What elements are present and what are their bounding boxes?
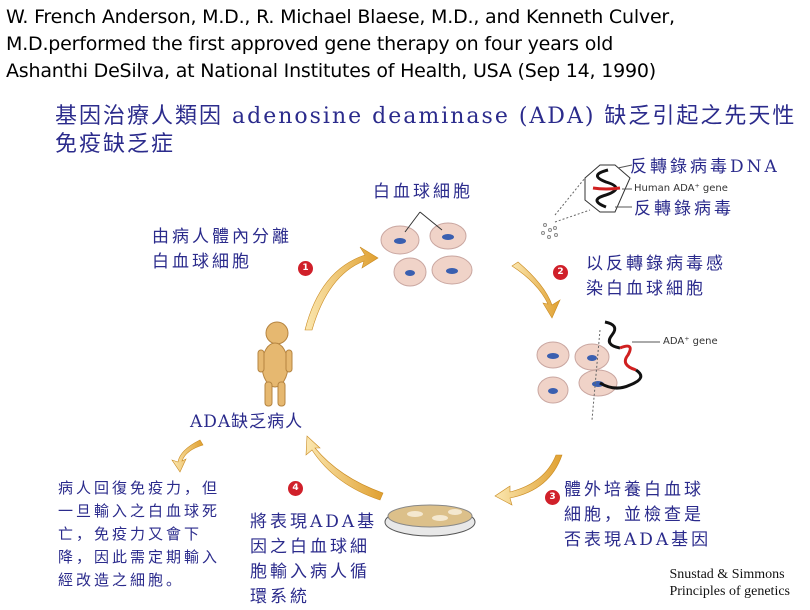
patient-label: ADA缺乏病人	[190, 412, 304, 432]
arrow-step-1	[304, 246, 379, 331]
ada-gene-label: ADA⁺ gene	[663, 336, 718, 347]
petri-dish	[384, 504, 476, 537]
step-4-badge: 4	[288, 481, 303, 496]
patient-child-figure	[257, 321, 293, 407]
arrow-outcome	[171, 439, 204, 473]
step-1-text: 由病人體內分離 白血球細胞	[152, 227, 292, 272]
step-2-badge: 2	[553, 265, 568, 280]
ada-gene-strand	[591, 320, 660, 421]
title-line-2: 免疫缺乏症	[55, 132, 176, 157]
step-2-text: 以反轉錄病毒感 染白血球細胞	[586, 254, 726, 299]
title-line-1: 基因治療人類因 adenosine deaminase (ADA) 缺乏引起之先…	[55, 104, 797, 129]
step-1-badge: 1	[298, 261, 313, 276]
virus-dna-label: 反轉錄病毒DNA	[630, 157, 780, 177]
arrow-step-3	[494, 454, 563, 506]
step-4-text: 將表現ADA基 因之白血球細 胞輸入病人循 環系統	[250, 512, 378, 607]
white-cells-label: 白血球細胞	[373, 182, 473, 202]
source-credit: Snustad & Simmons Principles of genetics	[669, 567, 790, 599]
cell-nuclei	[394, 234, 604, 394]
step-3-text: 體外培養白血球 細胞，並檢查是 否表現ADA基因	[564, 480, 712, 550]
human-gene-label: Human ADA⁺ gene	[634, 183, 728, 194]
outcome-text: 病人回復免疫力，但 一旦輸入之白血球死 亡，免疫力又會下 降，因此需定期輸入 經…	[58, 479, 221, 589]
step-3-badge: 3	[545, 490, 560, 505]
retrovirus-label: 反轉錄病毒	[634, 199, 734, 219]
retrovirus-icon	[541, 164, 633, 239]
white-blood-cells	[380, 222, 618, 404]
arrow-step-2	[511, 261, 561, 319]
header-line-2: M.D.performed the first approved gene th…	[6, 33, 614, 55]
arrow-step-4	[305, 435, 384, 501]
header-line-1: W. French Anderson, M.D., R. Michael Bla…	[6, 6, 675, 28]
header-line-3: Ashanthi DeSilva, at National Institutes…	[6, 60, 656, 82]
